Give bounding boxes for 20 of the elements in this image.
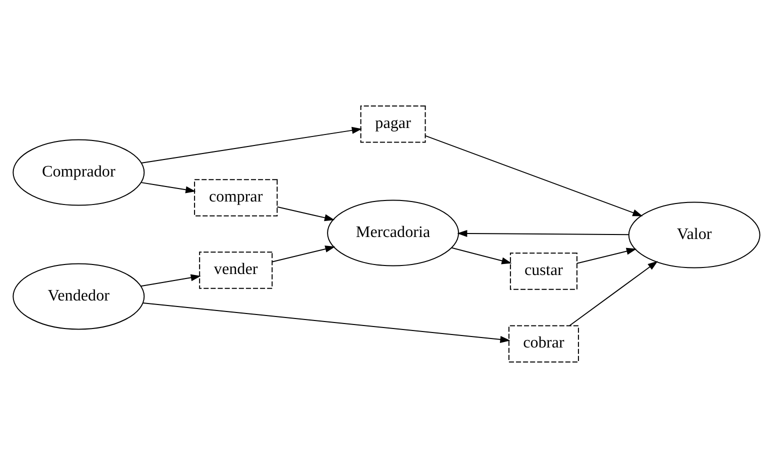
node-box: custar: [509, 252, 577, 290]
arrow: [142, 302, 510, 343]
node-ellipse: Mercadoria: [326, 200, 459, 266]
arrow: [140, 182, 196, 194]
node-box: vender: [198, 252, 272, 289]
arrow: [568, 260, 658, 326]
arrow: [272, 246, 335, 262]
arrow: [140, 274, 200, 287]
arrow: [450, 247, 512, 264]
arrow: [424, 135, 642, 216]
arrow: [276, 206, 334, 222]
node-ellipse: Comprador: [12, 139, 144, 206]
node-ellipse: Vendedor: [12, 263, 144, 330]
node-box: comprar: [194, 179, 278, 216]
node-box: pagar: [360, 106, 426, 143]
node-ellipse: Valor: [628, 202, 760, 268]
node-box: cobrar: [508, 325, 578, 362]
arrow: [456, 230, 628, 238]
arrow: [140, 126, 362, 164]
arrow: [576, 248, 636, 264]
